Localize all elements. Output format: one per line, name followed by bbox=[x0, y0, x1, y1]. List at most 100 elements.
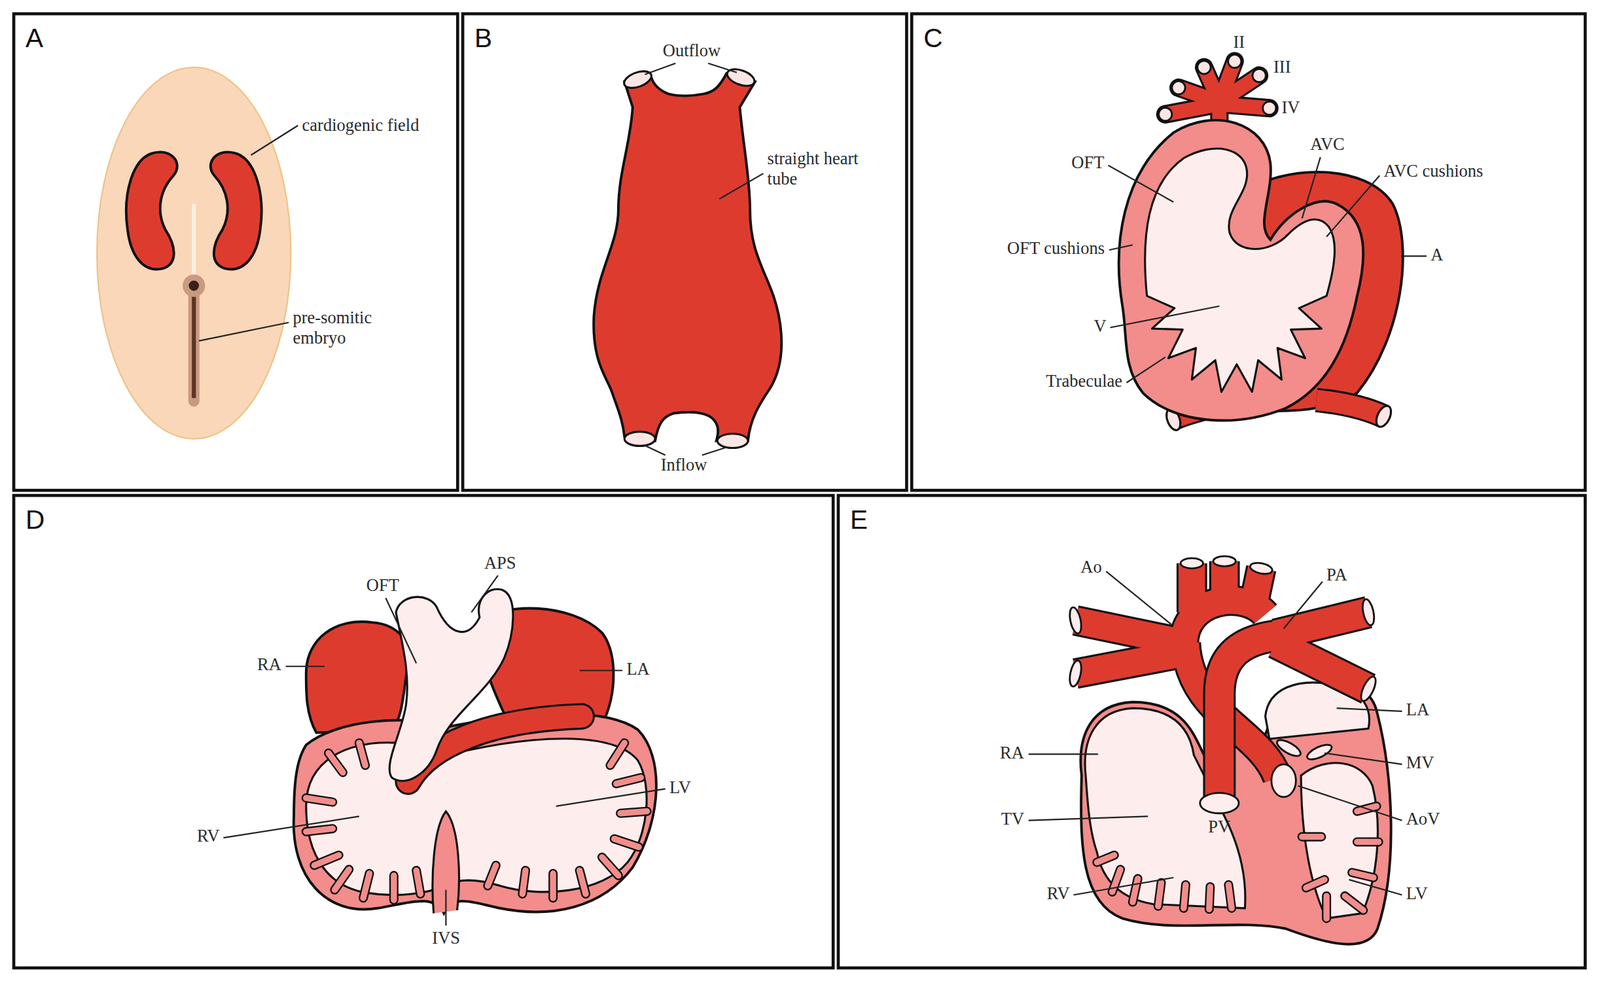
straight-heart-tube bbox=[624, 431, 656, 447]
structure-label: Inflow bbox=[660, 454, 708, 475]
structure-label: cardiogenic field bbox=[302, 115, 420, 135]
structure-label: III bbox=[1273, 56, 1291, 77]
leader-line bbox=[1126, 357, 1165, 383]
leader-line bbox=[251, 125, 299, 156]
leader-line bbox=[644, 63, 676, 75]
looping-heart bbox=[1158, 54, 1277, 121]
structure-label: PV bbox=[1208, 817, 1231, 837]
mature-heart bbox=[1096, 806, 1379, 919]
mature-heart bbox=[1096, 806, 1379, 919]
leader-line bbox=[719, 173, 764, 199]
mature-heart bbox=[1305, 742, 1334, 763]
embryo-disc bbox=[191, 204, 196, 278]
structure-label: IV bbox=[1281, 98, 1300, 118]
structure-label: RV bbox=[1047, 883, 1070, 904]
structure-label: AVC bbox=[1310, 134, 1345, 155]
leader-line bbox=[223, 816, 359, 838]
leader-line bbox=[198, 322, 289, 341]
leader-line bbox=[1110, 306, 1220, 328]
leader-line bbox=[1105, 571, 1172, 625]
panel-frame: D bbox=[12, 494, 836, 970]
panel-letter: C bbox=[923, 23, 943, 54]
mature-heart bbox=[1067, 606, 1084, 635]
mature-heart bbox=[1200, 793, 1239, 814]
straight-heart-tube bbox=[593, 73, 782, 441]
structure-label: IVS bbox=[431, 928, 461, 949]
leader-line bbox=[708, 63, 737, 73]
structure-label: LV bbox=[1406, 883, 1428, 904]
straight-heart-tube bbox=[621, 68, 654, 91]
mature-heart bbox=[1249, 560, 1274, 576]
mature-heart bbox=[1075, 561, 1279, 779]
leader-line bbox=[556, 788, 666, 807]
mature-heart bbox=[1067, 556, 1392, 945]
panel-letter: B bbox=[474, 23, 493, 54]
looping-heart bbox=[1262, 101, 1277, 115]
structure-label: V bbox=[1094, 316, 1107, 336]
panel-frame: E bbox=[836, 494, 1587, 970]
structure-label: APS bbox=[484, 552, 517, 573]
septating-heart bbox=[306, 742, 648, 900]
structure-label: Ao bbox=[1080, 556, 1102, 577]
mature-heart bbox=[1096, 806, 1379, 919]
septating-heart bbox=[306, 742, 648, 900]
structure-label: pre-somitic embryo bbox=[293, 308, 396, 349]
embryo-disc bbox=[96, 67, 291, 440]
structure-label: RA bbox=[999, 742, 1025, 763]
looping-heart bbox=[1119, 54, 1404, 432]
embryo-disc bbox=[96, 67, 291, 440]
leader-line bbox=[444, 889, 447, 926]
structure-label: PA bbox=[1326, 565, 1347, 586]
leader-line bbox=[1109, 244, 1133, 250]
structure-label: LA bbox=[626, 658, 650, 679]
looping-heart bbox=[1197, 60, 1211, 74]
leader-line bbox=[385, 598, 417, 664]
septating-heart bbox=[306, 742, 648, 900]
mature-heart bbox=[1271, 764, 1296, 798]
embryo-disc bbox=[188, 280, 199, 292]
structure-label: RV bbox=[196, 826, 220, 847]
leader-line bbox=[1073, 877, 1174, 896]
leader-line bbox=[1107, 165, 1174, 203]
straight-heart-tube bbox=[621, 66, 757, 449]
structure-label: AVC cushions bbox=[1383, 160, 1483, 181]
structure-label: LV bbox=[669, 777, 692, 798]
cardiogenic-field-shape bbox=[126, 151, 178, 269]
mature-heart bbox=[1067, 659, 1084, 688]
panel-frame: B bbox=[461, 12, 909, 493]
panel-letter: A bbox=[25, 23, 44, 54]
embryo-disc bbox=[191, 289, 196, 398]
structure-label: OFT cushions bbox=[1007, 238, 1105, 259]
leader-line bbox=[285, 665, 325, 667]
mature-heart bbox=[1219, 612, 1369, 801]
embryo-disc bbox=[188, 289, 200, 402]
structure-label: II bbox=[1232, 32, 1245, 53]
cardiogenic-field-shape bbox=[210, 151, 262, 269]
mature-heart bbox=[1213, 556, 1236, 567]
looping-heart bbox=[1145, 148, 1335, 392]
leader-line bbox=[1297, 785, 1402, 821]
looping-heart bbox=[1228, 54, 1242, 68]
structure-label: A bbox=[1430, 244, 1443, 265]
panel-letter: D bbox=[25, 505, 45, 535]
structure-label: Outflow bbox=[662, 40, 721, 61]
leader-line bbox=[1028, 753, 1099, 755]
structure-label: OFT bbox=[1071, 153, 1104, 173]
panel-frame: A bbox=[12, 12, 460, 493]
leader-line bbox=[471, 575, 498, 612]
mature-heart bbox=[1360, 598, 1377, 627]
looping-heart bbox=[1252, 68, 1266, 82]
structure-label: straight heart tube bbox=[767, 149, 881, 190]
septating-heart bbox=[389, 588, 514, 781]
looping-heart bbox=[1172, 81, 1186, 95]
mature-heart bbox=[1200, 598, 1379, 814]
leader-line bbox=[1401, 255, 1427, 257]
mature-heart bbox=[1075, 561, 1279, 779]
mature-heart bbox=[1075, 561, 1279, 779]
leader-line bbox=[1324, 753, 1403, 765]
straight-heart-tube bbox=[593, 66, 782, 449]
mature-heart bbox=[1180, 558, 1203, 569]
structure-label: OFT bbox=[366, 575, 400, 595]
looping-heart bbox=[1119, 120, 1364, 421]
septating-heart bbox=[293, 588, 657, 913]
